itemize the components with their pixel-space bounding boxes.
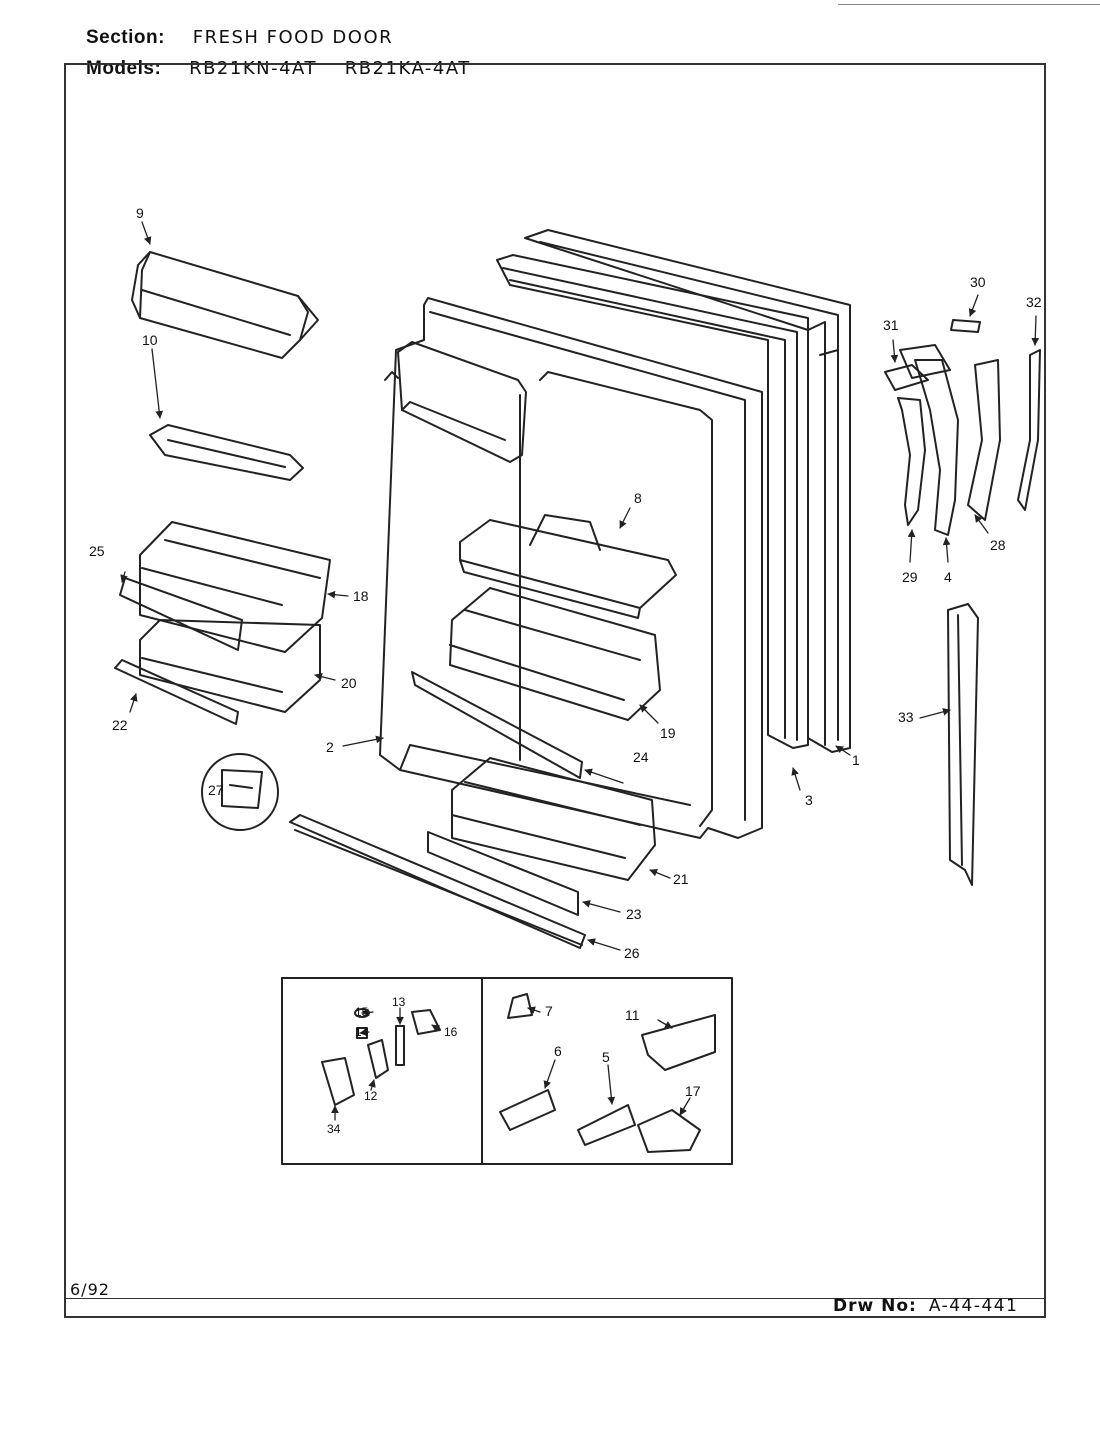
callout-23: 23 [626, 906, 642, 922]
callout-13: 13 [392, 995, 406, 1009]
leader-lines [120, 221, 1040, 1121]
callout-12: 12 [364, 1089, 378, 1103]
callout-19: 19 [660, 725, 676, 741]
callout-6: 6 [554, 1043, 562, 1059]
callout-21: 21 [673, 871, 689, 887]
callout-27: 27 [208, 782, 224, 798]
drawing-number-row: Drw No: A-44-441 [833, 1296, 1018, 1316]
callout-25: 25 [89, 543, 105, 559]
callout-26: 26 [624, 945, 640, 961]
liner-top-shelf [384, 341, 527, 463]
callout-7: 7 [545, 1003, 553, 1019]
callout-20: 20 [341, 675, 357, 691]
egg-tray [459, 514, 677, 619]
callout-24: 24 [633, 749, 649, 765]
bin-trim-22 [114, 659, 239, 725]
plug-30 [950, 319, 981, 333]
hinge-4 [914, 359, 959, 536]
inner-door-liner [379, 297, 763, 839]
callout-labels: 1 2 3 4 5 6 7 8 9 10 11 12 13 14 15 16 1… [89, 205, 1042, 1136]
callout-15: 15 [355, 1005, 369, 1019]
callout-8: 8 [634, 490, 642, 506]
top-rule [838, 4, 1100, 5]
callout-31: 31 [883, 317, 899, 333]
hardware-parts [321, 993, 716, 1153]
handle-strip-32 [1017, 349, 1041, 511]
callout-32: 32 [1026, 294, 1042, 310]
callout-18: 18 [353, 588, 369, 604]
callout-29: 29 [902, 569, 918, 585]
callout-30: 30 [970, 274, 986, 290]
hinge-bracket-31 [884, 344, 951, 391]
callout-14: 14 [355, 1025, 369, 1039]
handle-trim-28 [967, 359, 1001, 521]
shelf-bin-20 [139, 619, 321, 713]
door-gasket [496, 254, 809, 749]
callout-1: 1 [852, 752, 860, 768]
hardware-box-right [481, 977, 733, 1165]
callout-9: 9 [136, 205, 144, 221]
callout-16: 16 [444, 1025, 458, 1039]
door-handle-33 [947, 603, 979, 886]
shelf-bin-21 [451, 757, 656, 881]
callout-17: 17 [685, 1083, 701, 1099]
shelf-bin-18 [139, 521, 331, 653]
callout-33: 33 [898, 709, 914, 725]
trim-strip-23 [427, 831, 579, 916]
callout-34: 34 [327, 1122, 341, 1136]
section-label: Section: [86, 27, 165, 48]
callout-4: 4 [944, 569, 952, 585]
drawing-frame [64, 63, 1046, 1318]
handle-cover-29 [897, 397, 926, 526]
hardware-box-left [281, 977, 483, 1165]
section-row: Section: FRESH FOOD DOOR [86, 27, 393, 49]
bin-trim-25 [119, 577, 243, 651]
end-cap-detail-27 [201, 753, 279, 831]
callout-2: 2 [326, 739, 334, 755]
dairy-door [149, 424, 304, 481]
drawing-label: Drw No: [833, 1296, 917, 1316]
shelf-bin-19 [449, 587, 661, 721]
callout-22: 22 [112, 717, 128, 733]
callout-3: 3 [805, 792, 813, 808]
trim-strip-24 [411, 671, 583, 779]
section-value: FRESH FOOD DOOR [192, 27, 394, 48]
drawing-number: A-44-441 [928, 1296, 1019, 1316]
door-bar-26 [289, 814, 586, 949]
footer-rule [64, 1298, 1046, 1299]
callout-28: 28 [990, 537, 1006, 553]
callout-5: 5 [602, 1049, 610, 1065]
dairy-compartment [131, 251, 319, 359]
date-text: 6/92 [70, 1280, 110, 1299]
callout-11: 11 [625, 1007, 640, 1023]
callout-10: 10 [142, 332, 158, 348]
